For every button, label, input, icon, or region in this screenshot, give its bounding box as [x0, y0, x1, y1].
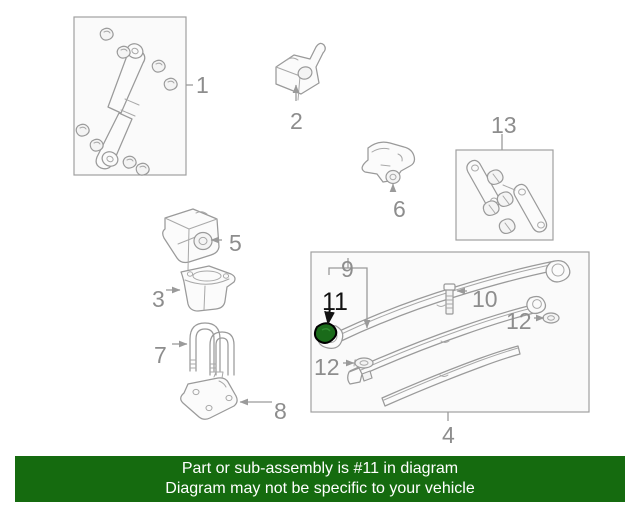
spring-clip-grommet-left — [343, 357, 374, 369]
spring-clip-grommet-right — [534, 312, 560, 324]
part-group-3-bumper-mount — [166, 265, 236, 312]
callout-13: 13 — [491, 112, 517, 138]
center-bolt — [443, 283, 467, 315]
callout-1: 1 — [196, 72, 209, 98]
part-group-5-jounce-bumper — [162, 208, 222, 271]
notice-banner-line-2: Diagram may not be specific to your vehi… — [165, 480, 475, 497]
part-group-2-shock-bracket — [275, 42, 326, 101]
callout-12-left: 12 — [314, 354, 340, 380]
callout-11: 11 — [322, 288, 348, 316]
part-group-7-u-bolt — [172, 322, 235, 376]
bushing-cluster-1 — [75, 27, 178, 176]
part-group-13-shackle-kit — [455, 134, 554, 241]
callout-6: 6 — [393, 196, 406, 222]
notice-banner-line-1: Part or sub-assembly is #11 in diagram — [181, 460, 459, 477]
notice-banner: Part or sub-assembly is #11 in diagram D… — [15, 456, 625, 502]
callout-2: 2 — [290, 108, 303, 134]
part-group-6-hanger-bracket — [361, 141, 416, 193]
part-group-4-leaf-spring-assembly — [310, 251, 590, 421]
callout-3: 3 — [152, 286, 165, 312]
callout-7: 7 — [154, 342, 167, 368]
callout-4: 4 — [442, 422, 455, 448]
callout-8: 8 — [274, 398, 287, 424]
leader-9 — [328, 258, 371, 329]
callout-9: 9 — [341, 256, 354, 282]
callout-5: 5 — [229, 230, 242, 256]
part-group-8-spring-plate — [180, 371, 272, 420]
callout-12-right: 12 — [506, 308, 532, 334]
callout-10: 10 — [472, 286, 498, 312]
part-group-1-shock-absorber — [73, 16, 193, 176]
highlighted-part-11-bushing — [313, 307, 338, 344]
